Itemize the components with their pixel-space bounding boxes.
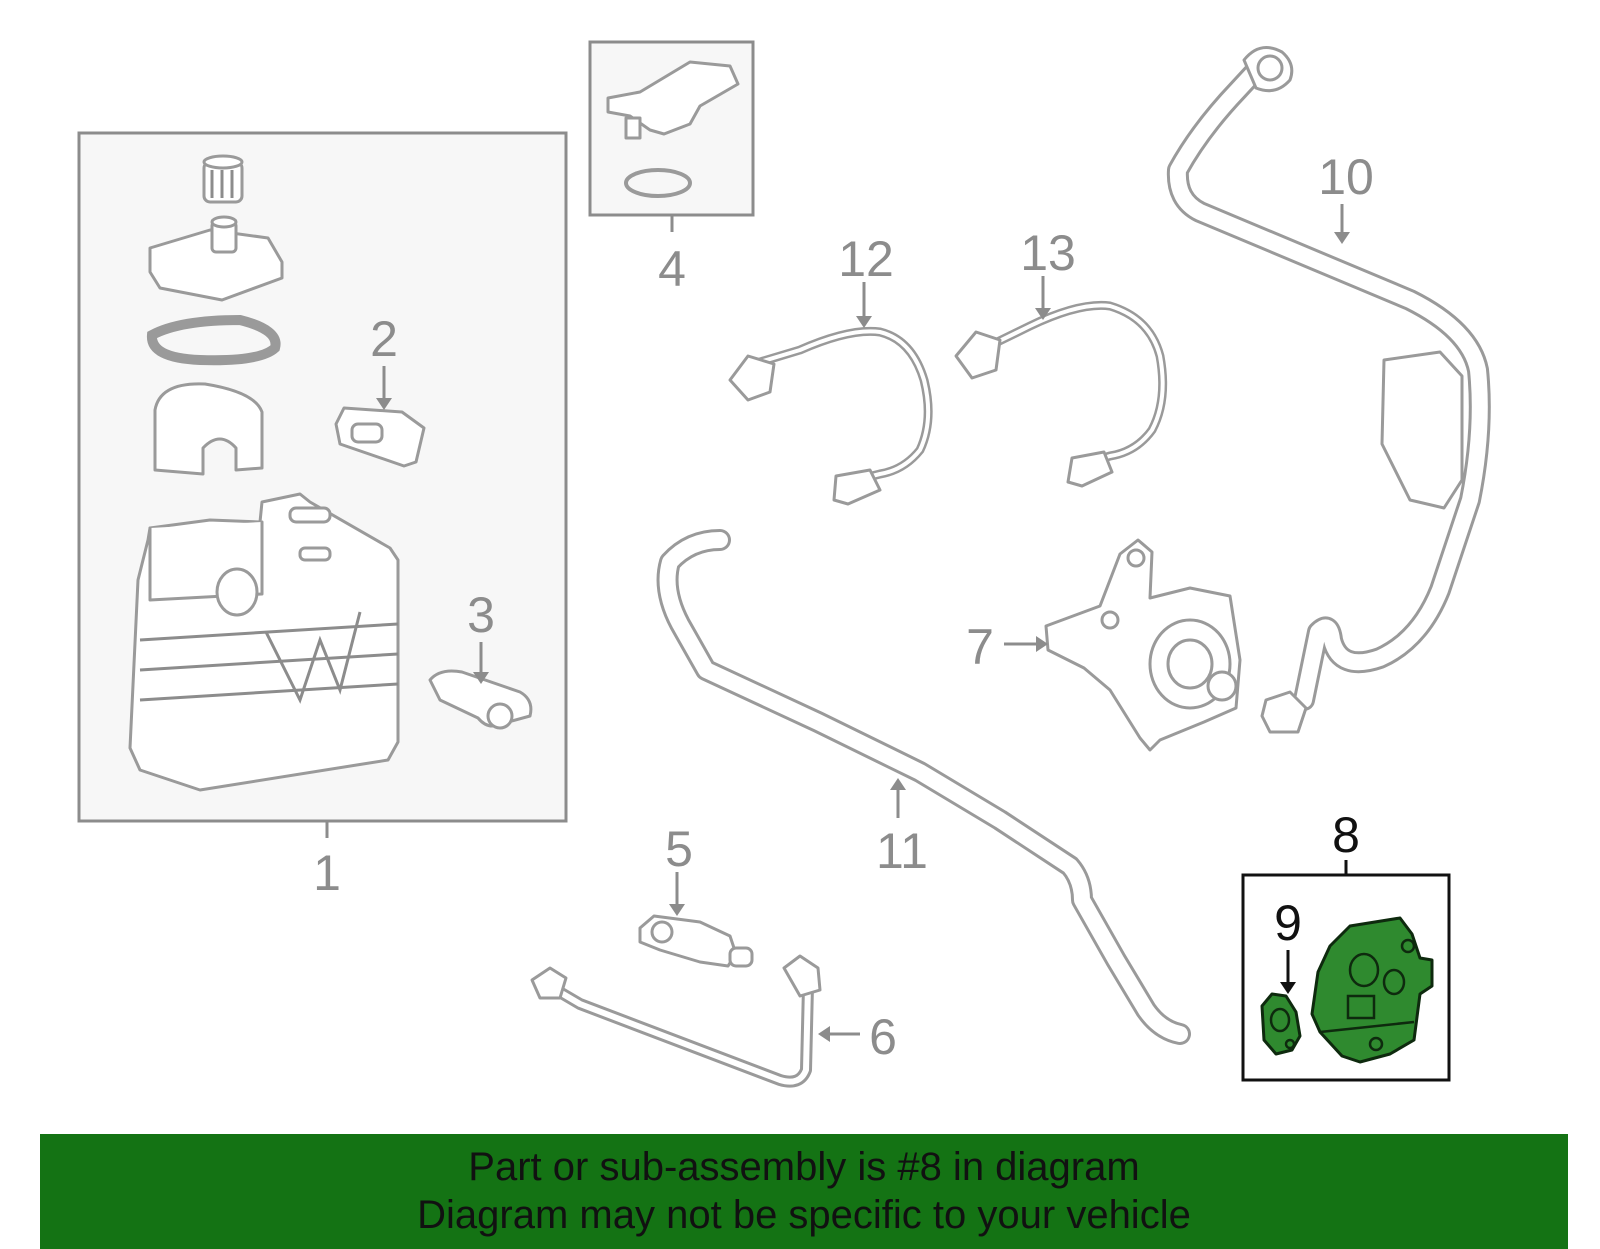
part-13-oxygen-sensor[interactable] [954, 300, 1168, 488]
part-7-air-pump[interactable] [1044, 538, 1242, 752]
notice-banner: Part or sub-assembly is #8 in diagram Di… [40, 1134, 1568, 1249]
callout-13-arrow [1035, 308, 1051, 320]
canister-cover [153, 382, 264, 476]
callout-2: 2 [370, 311, 398, 367]
canister-lid [148, 215, 284, 302]
callout-10-arrow [1334, 232, 1350, 244]
callout-13: 13 [1020, 225, 1076, 281]
callout-4: 4 [658, 241, 686, 297]
part-9-gasket[interactable] [1260, 992, 1302, 1056]
callout-5-arrow [669, 904, 685, 916]
part-4-pressure-sensor[interactable] [588, 40, 755, 217]
callout-5: 5 [665, 821, 693, 877]
part-11-hose[interactable] [656, 529, 1191, 1045]
callout-8: 8 [1332, 807, 1360, 863]
callout-6-arrow [818, 1026, 830, 1042]
callout-3: 3 [467, 587, 495, 643]
callout-3-arrow [473, 672, 489, 684]
callout-11: 11 [876, 823, 928, 879]
part-10-hose-assembly[interactable] [1166, 46, 1491, 734]
canister-body [128, 492, 400, 792]
canister-cap [202, 154, 244, 204]
part-8-valve-assembly[interactable] [1241, 873, 1451, 1082]
callout-10: 10 [1318, 149, 1374, 205]
part-3-connector[interactable] [428, 669, 533, 730]
banner-line-1: Part or sub-assembly is #8 in diagram [468, 1145, 1140, 1189]
canister-gasket [147, 314, 281, 366]
callout-7-arrow [1036, 636, 1048, 652]
callout-12-arrow [856, 316, 872, 328]
part-1-canister-assembly[interactable] [77, 131, 568, 823]
callout-2-arrow [376, 398, 392, 410]
part-2-sensor[interactable] [334, 406, 426, 468]
valve-body [1310, 916, 1434, 1064]
callout-9-arrow [1280, 982, 1296, 994]
part-6-vapor-line[interactable] [530, 954, 822, 1088]
callout-9: 9 [1274, 895, 1302, 951]
part-12-oxygen-sensor[interactable] [728, 326, 933, 506]
callout-6: 6 [869, 1009, 897, 1065]
callout-7: 7 [966, 619, 994, 675]
callout-12: 12 [838, 231, 894, 287]
part-5-purge-solenoid[interactable] [638, 914, 754, 968]
callout-11-arrow [890, 778, 906, 790]
callout-1: 1 [313, 845, 341, 901]
banner-line-2: Diagram may not be specific to your vehi… [417, 1193, 1191, 1237]
